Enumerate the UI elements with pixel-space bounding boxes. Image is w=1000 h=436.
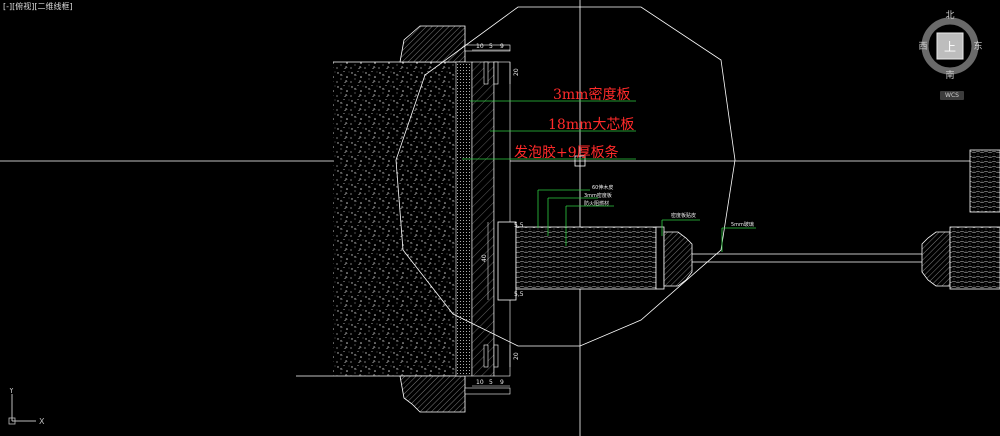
ucs-icon: Y X (8, 388, 45, 426)
wcs-menu-button[interactable]: WCS (940, 91, 964, 100)
ucs-x-label: X (39, 417, 45, 426)
annotation-board-veneer: 密度板贴皮 (671, 212, 696, 219)
slot-bottom-left (483, 344, 489, 368)
annotation-fireproof: 防火阻燃材 (584, 200, 609, 207)
viewcube-compass-ring[interactable] (921, 17, 979, 75)
viewcube-face-label[interactable]: 上 (944, 40, 956, 54)
molding-strip-bottom (464, 387, 511, 395)
density-board-layer (493, 61, 511, 377)
viewcube-top-face[interactable] (936, 32, 964, 60)
compass-west[interactable]: 西 (918, 41, 927, 52)
annotation-veneer: 60伸木皮 (592, 184, 613, 191)
compass-south[interactable]: 南 (945, 69, 954, 81)
annotation-density-board: 3mm密度板 (553, 86, 630, 103)
slot-top-right (493, 61, 499, 85)
ucs-y-label: Y (8, 388, 14, 395)
door-molding-right (921, 231, 951, 287)
annotation-density-small: 3mm密度板 (584, 192, 612, 199)
right-panel-body (949, 226, 1000, 290)
viewport-controls-label[interactable]: [-][俯视][二维线框] (3, 2, 73, 11)
compass-east[interactable]: 东 (973, 40, 982, 52)
slot-top-left (483, 61, 489, 85)
dim-top-9: 9 (500, 43, 504, 50)
crosshair-pickbox (574, 155, 586, 167)
dim-bot-9: 9 (500, 379, 504, 386)
dim-mid-bot: 5,5 (514, 291, 524, 298)
viewcube[interactable]: 上 北 南 西 东 (918, 8, 982, 98)
jamb-block (497, 221, 517, 301)
dim-mid-40: 40 (481, 254, 488, 262)
annotation-foam-strip: 发泡胶+9厚板条 (514, 144, 619, 161)
molding-strip-top (464, 44, 511, 52)
door-molding-left (663, 231, 693, 287)
crown-molding-bottom (399, 375, 466, 413)
right-edge-block (969, 149, 1000, 213)
dim-top-5: 5 (489, 43, 493, 50)
dim-bot-20: 20 (513, 352, 520, 360)
concrete-wall (333, 62, 456, 376)
dim-bot-5: 5 (489, 379, 493, 386)
slot-bottom-right (493, 344, 499, 368)
dim-bot-10: 10 (476, 379, 484, 386)
dim-top-10: 10 (476, 43, 484, 50)
selection-polygon (395, 6, 736, 347)
annotation-leaders (462, 100, 756, 252)
dimension-lines (472, 49, 511, 387)
annotation-glass: 5mm玻璃 (731, 221, 754, 228)
dim-mid-top: 5,5 (514, 222, 524, 229)
crown-molding-top (399, 25, 466, 63)
door-leaf (515, 226, 657, 290)
compass-north[interactable]: 北 (945, 10, 954, 21)
foam-layer (455, 61, 473, 377)
annotation-blockboard: 18mm大芯板 (548, 117, 634, 133)
door-leaf-end (655, 226, 665, 290)
dim-top-20: 20 (513, 68, 520, 76)
